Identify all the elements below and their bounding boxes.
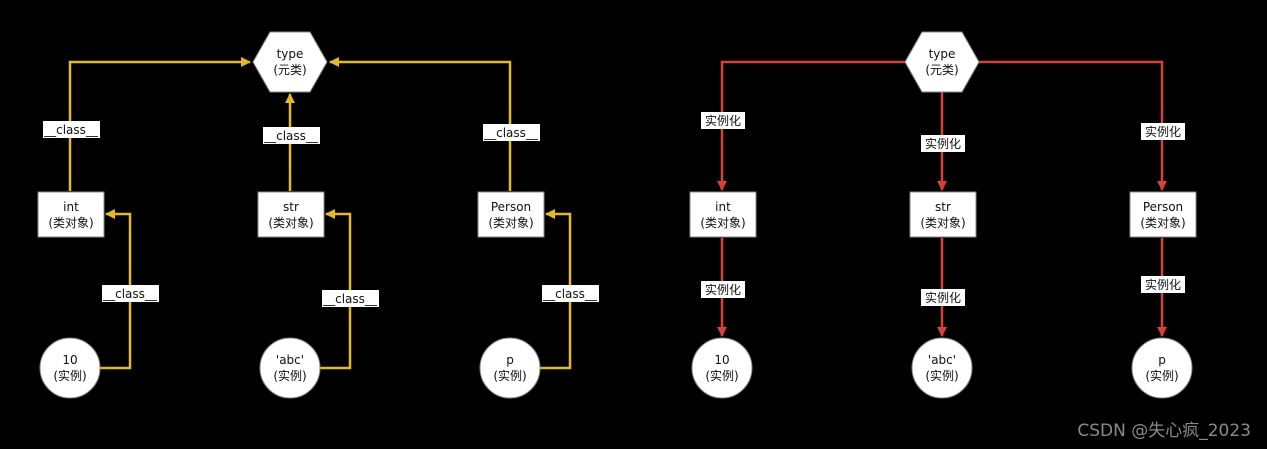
left-diagram: __class__ __class__ __class__ __class__ … (37, 31, 599, 399)
svg-text:__class__: __class__ (43, 123, 99, 137)
svg-text:(实例): (实例) (273, 368, 306, 383)
svg-text:实例化: 实例化 (705, 113, 741, 128)
instance-10-node: 10 (实例) (39, 337, 101, 399)
svg-text:实例化: 实例化 (925, 290, 961, 305)
svg-text:__class__: __class__ (542, 287, 598, 301)
svg-text:p: p (1158, 353, 1166, 367)
svg-text:type: type (929, 47, 956, 61)
svg-text:(类对象): (类对象) (488, 216, 533, 230)
instance-p-node: p (实例) (479, 337, 541, 399)
svg-text:__class__: __class__ (322, 292, 378, 306)
edge-label-type-person: 实例化 (1141, 123, 1185, 140)
edge-label-str-type: __class__ (263, 127, 320, 144)
instance-abc-node: 'abc' (实例) (259, 337, 321, 399)
str-class-node: str (类对象) (909, 191, 977, 238)
svg-text:__class__: __class__ (483, 126, 539, 140)
edge-label-10-int: __class__ (102, 285, 159, 302)
svg-text:10: 10 (62, 353, 77, 367)
int-class-node: int (类对象) (37, 191, 105, 238)
type-metaclass-node: type (元类) (252, 31, 328, 93)
edge-label-p-person: __class__ (542, 285, 599, 302)
svg-text:(实例): (实例) (53, 368, 86, 383)
edge-person-to-type (329, 57, 512, 191)
svg-text:str: str (935, 200, 951, 214)
edge-label-type-int: 实例化 (701, 112, 745, 129)
svg-text:(实例): (实例) (705, 368, 738, 383)
str-class-node: str (类对象) (257, 191, 325, 238)
edge-label-type-str: 实例化 (921, 135, 965, 152)
edge-label-int-10: 实例化 (701, 281, 745, 298)
svg-text:(实例): (实例) (925, 368, 958, 383)
svg-text:'abc': 'abc' (928, 353, 956, 367)
type-metaclass-node: type (元类) (904, 31, 980, 93)
edge-label-person-p: 实例化 (1141, 276, 1185, 293)
edge-type-to-person (979, 60, 1167, 191)
int-class-node: int (类对象) (689, 191, 757, 238)
right-diagram: 实例化 实例化 实例化 实例化 实例化 实例化 type (元类) (689, 31, 1197, 399)
watermark-text: CSDN @失心疯_2023 (1077, 421, 1251, 441)
svg-text:(类对象): (类对象) (268, 216, 313, 230)
edge-label-str-abc: 实例化 (921, 289, 965, 306)
svg-text:(类对象): (类对象) (1140, 216, 1185, 230)
person-class-node: Person (类对象) (1129, 191, 1197, 238)
instance-p-node: p (实例) (1131, 337, 1193, 399)
svg-text:type: type (277, 47, 304, 61)
svg-text:实例化: 实例化 (925, 136, 961, 151)
svg-text:实例化: 实例化 (1145, 124, 1181, 139)
svg-text:'abc': 'abc' (276, 353, 304, 367)
edge-label-abc-str: __class__ (322, 290, 379, 307)
svg-text:__class__: __class__ (102, 287, 158, 301)
edge-label-int-type: __class__ (43, 121, 100, 138)
svg-text:Person: Person (1143, 200, 1183, 214)
edge-int-to-type (68, 57, 251, 191)
svg-text:实例化: 实例化 (1145, 277, 1181, 292)
person-class-node: Person (类对象) (477, 191, 545, 238)
svg-text:Person: Person (491, 200, 531, 214)
svg-text:str: str (283, 200, 299, 214)
svg-text:(类对象): (类对象) (920, 216, 965, 230)
svg-text:(类对象): (类对象) (700, 216, 745, 230)
svg-text:__class__: __class__ (263, 129, 319, 143)
edge-type-to-int (717, 60, 905, 191)
svg-text:(实例): (实例) (493, 368, 526, 383)
svg-text:int: int (63, 200, 79, 214)
svg-text:实例化: 实例化 (705, 282, 741, 297)
edge-label-person-type: __class__ (483, 124, 540, 141)
instance-10-node: 10 (实例) (691, 337, 753, 399)
svg-text:10: 10 (714, 353, 729, 367)
svg-text:(类对象): (类对象) (48, 216, 93, 230)
svg-text:(实例): (实例) (1145, 368, 1178, 383)
svg-text:(元类): (元类) (925, 63, 958, 77)
svg-text:(元类): (元类) (273, 63, 306, 77)
svg-text:int: int (715, 200, 731, 214)
instance-abc-node: 'abc' (实例) (911, 337, 973, 399)
svg-text:p: p (506, 353, 514, 367)
